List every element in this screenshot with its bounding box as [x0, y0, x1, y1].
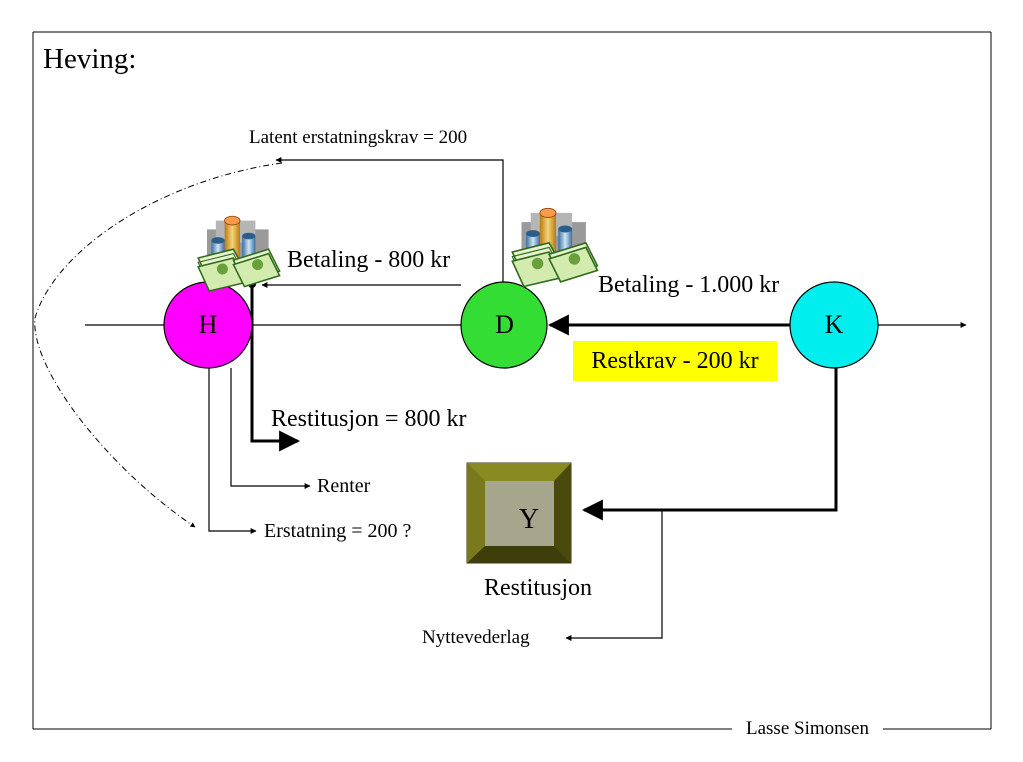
money-stack-icon: [197, 215, 281, 292]
arrow-benefit-compensation: [565, 510, 663, 641]
arrow-latent-claim: [275, 157, 504, 312]
node-d-label: D: [495, 310, 514, 339]
slide-frame: [32, 31, 992, 730]
latent-claim-label: Latent erstatningskrav = 200: [249, 127, 468, 148]
arrow-restitution-800: [250, 284, 301, 452]
payment-1000-label: Betaling - 1.000 kr: [598, 272, 780, 298]
node-d-circle: [460, 281, 548, 369]
interest-label: Renter: [317, 475, 371, 497]
arrow-compensation: [208, 368, 257, 534]
arrow-interest: [230, 368, 311, 489]
restitution-800-label: Restitusjon = 800 kr: [271, 406, 467, 432]
node-k-label: K: [824, 310, 844, 339]
compensation-label: Erstatning = 200 ?: [264, 520, 412, 542]
arrow-k-to-y-restitution: [581, 368, 838, 521]
dashed-curve-latent-to-compensation: [34, 162, 283, 528]
node-y-label: Y: [518, 504, 540, 535]
money-stack-icon: [511, 207, 599, 288]
benefit-compensation-label: Nyttevederlag: [422, 627, 530, 648]
node-h-label: H: [198, 310, 218, 339]
slide-title: Heving:: [43, 43, 137, 75]
restitution-label: Restitusjon: [484, 575, 593, 601]
payment-800-label: Betaling - 800 kr: [287, 247, 451, 273]
author-label: Lasse Simonsen: [732, 719, 883, 738]
node-k-circle: [789, 281, 879, 369]
node-y-box: [466, 462, 572, 564]
remaining-claim-label: Restkrav - 200 kr: [573, 341, 777, 381]
